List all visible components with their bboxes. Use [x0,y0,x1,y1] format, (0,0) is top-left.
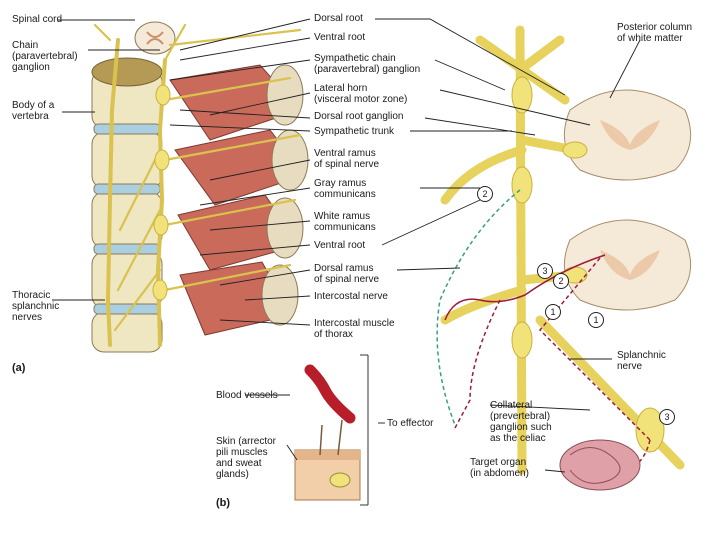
label-intercostal-muscle: Intercostal muscle of thorax [314,318,395,340]
label-ventral-root-2: Ventral root [314,240,366,251]
circled-number: 2 [477,186,493,202]
label-ventral-ramus: Ventral ramus of spinal nerve [314,148,380,170]
label-posterior-column: Posterior column of white matter [617,22,693,44]
label-to-effector: To effector [387,418,434,429]
circled-number: 3 [537,263,553,279]
label-white-ramus: White ramus communicans [314,211,376,233]
label-ventral-root-1: Ventral root [314,32,366,43]
label-dorsal-root: Dorsal root [314,13,363,24]
label-gray-ramus: Gray ramus communicans [314,178,376,200]
label-panel-b: (b) [216,497,231,509]
label-skin: Skin (arrector pili muscles and sweat gl… [216,436,277,480]
label-symp-trunk: Sympathetic trunk [314,126,395,137]
label-dorsal-ramus: Dorsal ramus of spinal nerve [314,263,380,285]
label-body-vertebra: Body of a vertebra [12,100,55,122]
circled-number: 1 [588,312,604,328]
label-thoracic-splanchnic: Thoracic splanchnic nerves [12,290,60,323]
label-symp-chain-ganglion: Sympathetic chain (paravertebral) gangli… [314,53,421,75]
leader-lines [52,18,641,473]
label-splanchnic-nerve: Splanchnic nerve [617,350,666,372]
circled-number: 3 [659,409,675,425]
circled-number: 2 [553,273,569,289]
vertebral-column [91,21,309,353]
label-blood-vessels: Blood vessels [216,390,278,401]
circled-number: 1 [545,304,561,320]
label-panel-a: (a) [12,362,26,374]
label-dorsal-root-ganglion: Dorsal root ganglion [314,111,404,122]
panel-b-artwork [294,354,385,506]
spinal-cord-diagram [436,25,692,491]
label-spinal-cord: Spinal cord [12,14,63,25]
label-collateral-ganglion: Collateral (prevertebral) ganglion such … [490,400,552,444]
label-lateral-horn: Lateral horn (visceral motor zone) [314,83,408,105]
label-chain-ganglion: Chain (paravertebral) ganglion [12,40,78,73]
label-intercostal-nerve: Intercostal nerve [314,291,388,302]
label-target-organ: Target organ (in abdomen) [470,457,529,479]
